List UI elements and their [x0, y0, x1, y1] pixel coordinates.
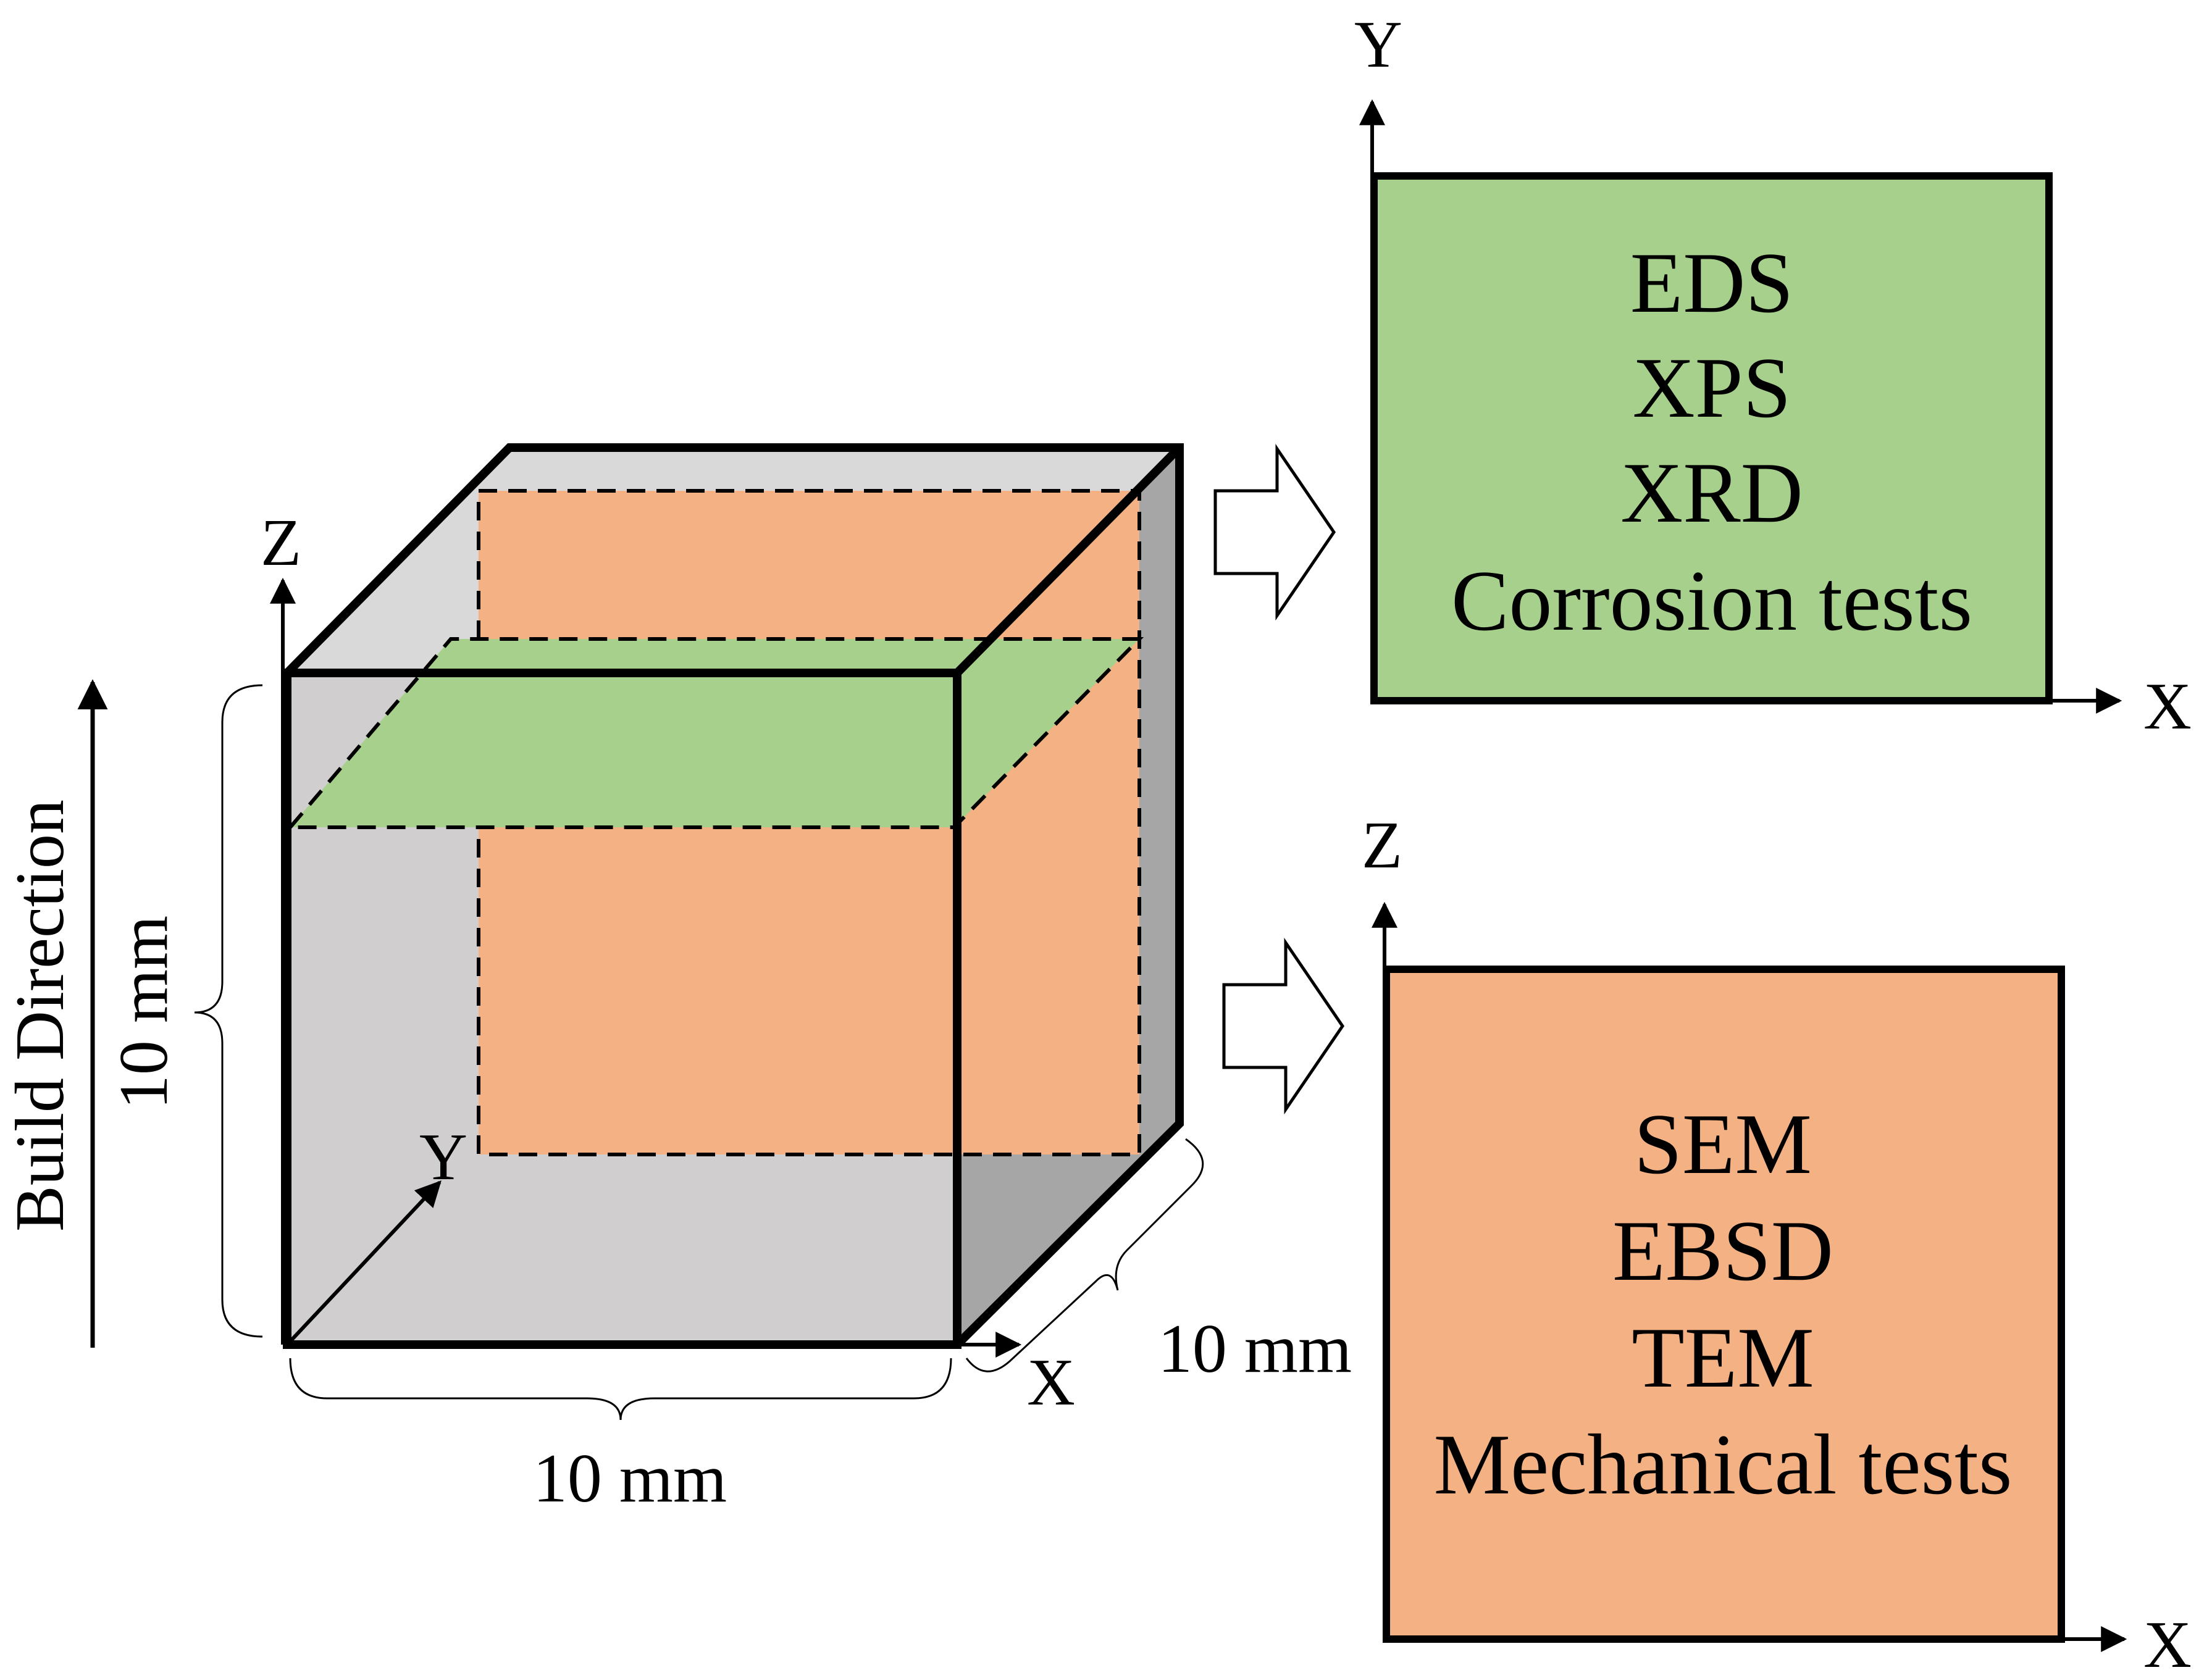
cube-axis-x-label: X: [1027, 1346, 1075, 1419]
xz-panel-x-label: X: [2143, 1608, 2192, 1678]
xy-method-item: XRD: [1620, 445, 1803, 541]
xy-method-item: Corrosion tests: [1451, 553, 1972, 649]
xy-section-outline: [286, 637, 1144, 829]
xz-section-front: [479, 827, 957, 1154]
cube-front-edge: [283, 669, 961, 1349]
specimen-cube: Z Y X: [261, 443, 1184, 1419]
cube-corner-edge: [954, 445, 1183, 676]
xz-method-item: EBSD: [1612, 1203, 1833, 1299]
xz-panel-z-label: Z: [1362, 809, 1402, 882]
xz-section-outline: [477, 489, 1141, 1156]
dimension-braces: [194, 684, 1204, 1421]
xz-method-item: Mechanical tests: [1434, 1417, 2013, 1513]
xz-analysis-panel: Z X SEM EBSD TEM Mechanical tests: [1362, 809, 2192, 1678]
depth-brace: [965, 1138, 1204, 1372]
arrow-right-outline-icon: [1213, 443, 1336, 621]
xz-method-item: TEM: [1632, 1310, 1814, 1406]
width-brace: [289, 1358, 952, 1421]
cube-axis-y-label: Y: [419, 1121, 467, 1194]
xz-method-item: SEM: [1634, 1096, 1812, 1192]
xz-section-back-upper: [479, 491, 1139, 639]
build-direction-label: Build Direction: [2, 799, 78, 1232]
width-label: 10 mm: [533, 1440, 727, 1517]
height-label: 10 mm: [106, 916, 182, 1109]
xz-panel-box: [1383, 966, 2065, 1643]
xy-panel-x-label: X: [2143, 670, 2192, 743]
xy-panel-y-label: Y: [1354, 8, 1402, 81]
xy-method-item: EDS: [1630, 235, 1793, 331]
depth-label: 10 mm: [1158, 1311, 1352, 1387]
arrow-right-outline-icon: [1222, 937, 1345, 1115]
cube-axis-z-label: Z: [261, 506, 301, 580]
xy-analysis-panel: Y X EDS XPS XRD Corrosion tests: [1354, 8, 2192, 743]
xy-section-plane: [290, 639, 1139, 827]
xy-panel-box: [1370, 172, 2053, 704]
height-brace: [194, 684, 263, 1338]
axis-y-arrow: [285, 1180, 442, 1346]
xy-method-item: XPS: [1633, 340, 1791, 436]
